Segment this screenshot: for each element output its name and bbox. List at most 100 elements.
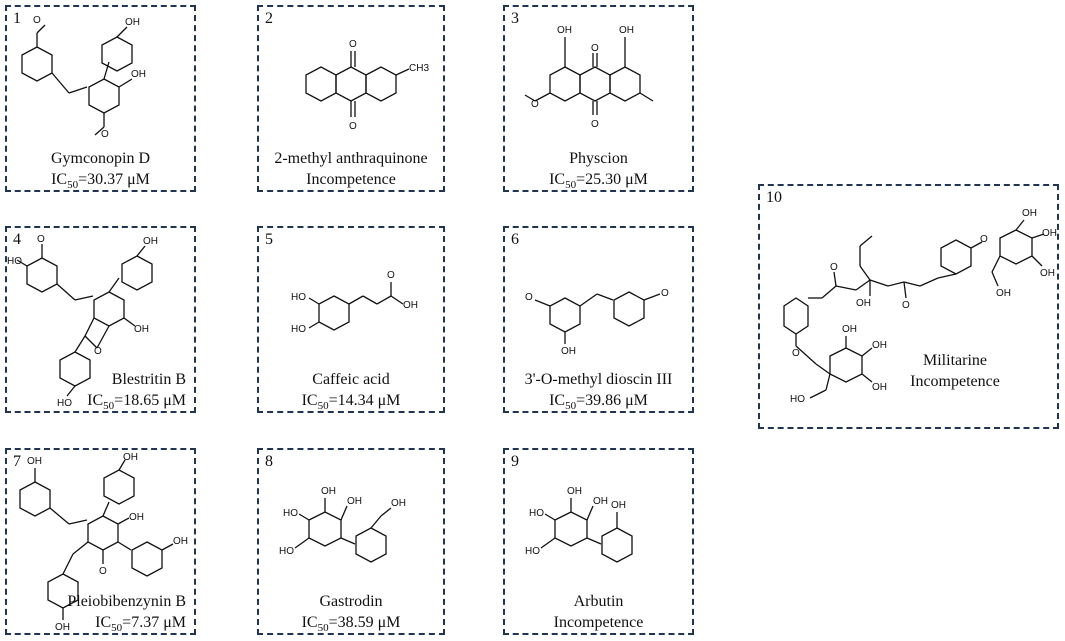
ic50-value: IC50=38.59 μM xyxy=(301,614,401,635)
atom-oh: OH xyxy=(872,382,887,393)
compound-name: 2-methyl anthraquinone xyxy=(274,150,428,167)
atom-ho: HO xyxy=(525,546,540,557)
compound-name: Gymconopin D xyxy=(50,150,151,167)
atom-oh: OH xyxy=(1022,208,1037,219)
ic50-value: IC50=14.34 μM xyxy=(301,392,401,413)
atom-o: O xyxy=(349,121,357,132)
atom-oh: OH xyxy=(567,486,582,497)
atom-oh: OH xyxy=(134,324,149,335)
compound-number: 5 xyxy=(265,231,273,248)
atom-oh: OH xyxy=(347,496,362,507)
compound-name: Gastrodin xyxy=(319,593,383,610)
atom-oh: OH xyxy=(611,500,626,511)
atom-ho: HO xyxy=(529,508,544,519)
atom-ho: HO xyxy=(57,398,72,409)
compound-card-5: 5 HO HO O OH Caffeic acid IC50=14.34 μM xyxy=(257,226,445,413)
compound-name: Blestritin B xyxy=(111,371,186,388)
compound-number: 10 xyxy=(766,189,782,206)
compound-card-3: 3 OH OH O O O Physcion IC50=25.30 μM xyxy=(503,5,694,192)
structure-2-methyl-anthraquinone: O O CH3 xyxy=(305,39,429,132)
compound-number: 4 xyxy=(13,231,21,248)
atom-o: O xyxy=(792,348,800,359)
atom-o: O xyxy=(349,39,357,50)
atom-o: O xyxy=(387,270,395,281)
atom-oh: OH xyxy=(593,496,608,507)
atom-oh: OH xyxy=(173,536,188,547)
compound-card-7: 7 OH OH OH OH O OH Pleiobibenzynin B IC5… xyxy=(5,448,196,635)
compound-card-8: 8 OH OH HO HO OH Gastrodin IC50=38.59 μM xyxy=(257,448,445,635)
structure-gymconopin-d: O OH OH O xyxy=(21,15,146,140)
atom-oh: OH xyxy=(391,498,406,509)
structure-gastrodin: OH OH HO HO OH xyxy=(279,486,406,563)
compound-name: Caffeic acid xyxy=(312,371,390,388)
atom-oh: OH xyxy=(403,300,418,311)
atom-oh: OH xyxy=(619,25,634,36)
ic50-value: IC50=18.65 μM xyxy=(87,392,186,413)
compound-number: 8 xyxy=(265,453,273,470)
compound-name: Arbutin xyxy=(573,593,624,610)
atom-oh: OH xyxy=(842,324,857,335)
atom-oh: OH xyxy=(872,340,887,351)
atom-o: O xyxy=(101,129,109,140)
atom-oh: OH xyxy=(561,346,576,357)
atom-oh: OH xyxy=(321,486,336,497)
structure-3-o-methyl-dioscin-iii: O OH O xyxy=(525,288,669,357)
compound-card-1: 1 O OH OH O Gymconopin D IC50=30.37 μM xyxy=(5,5,196,192)
compound-number: 6 xyxy=(511,231,519,248)
atom-oh: OH xyxy=(123,452,138,463)
structure-arbutin: OH OH HO HO OH xyxy=(525,486,633,563)
atom-oh: OH xyxy=(143,236,158,247)
atom-oh: OH xyxy=(27,456,42,467)
atom-o: O xyxy=(661,288,669,299)
atom-o: O xyxy=(37,234,45,245)
atom-oh: OH xyxy=(55,622,70,633)
atom-ho: HO xyxy=(279,546,294,557)
atom-o: O xyxy=(94,346,102,357)
atom-ho: HO xyxy=(283,508,298,519)
ic50-value: IC50=7.37 μM xyxy=(95,614,186,635)
atom-o: O xyxy=(531,99,539,110)
structure-blestritin-b: O HO OH OH O HO xyxy=(7,234,158,409)
atom-oh: OH xyxy=(856,298,871,309)
structure-militarine: O OH O O OH OH OH OH O OH OH OH HO xyxy=(783,208,1057,405)
atom-oh: OH xyxy=(131,69,146,80)
compound-name: 3'-O-methyl dioscin III xyxy=(524,371,673,388)
atom-o: O xyxy=(591,43,599,54)
atom-o: O xyxy=(830,262,838,273)
atom-ho: HO xyxy=(291,324,306,335)
compound-number: 2 xyxy=(265,10,273,27)
compound-number: 3 xyxy=(511,10,519,27)
atom-oh: OH xyxy=(557,25,572,36)
ic50-value: IC50=39.86 μM xyxy=(549,392,648,413)
atom-ho: HO xyxy=(291,292,306,303)
atom-o: O xyxy=(902,300,910,311)
atom-ho: HO xyxy=(790,394,805,405)
ic50-value: IC50=30.37 μM xyxy=(51,171,150,192)
atom-ho: HO xyxy=(7,256,22,267)
atom-o: O xyxy=(591,119,599,130)
structure-caffeic-acid: HO HO O OH xyxy=(291,270,418,335)
compound-name: Militarine xyxy=(923,352,987,369)
compound-name: Pleiobibenzynin B xyxy=(67,593,186,610)
ic50-value: IC50=25.30 μM xyxy=(549,171,648,192)
compound-card-9: 9 OH OH HO HO OH Arbutin Incompetence xyxy=(503,448,694,635)
compound-card-4: 4 O HO OH OH O HO Blestritin B IC50=18.6… xyxy=(5,226,196,413)
compound-name: Physcion xyxy=(569,150,628,167)
compound-card-10: 10 O OH O O OH OH OH OH O OH OH xyxy=(758,184,1059,429)
atom-oh: OH xyxy=(129,512,144,523)
atom-o: O xyxy=(525,292,533,303)
atom-o: O xyxy=(33,15,41,26)
atom-oh: OH xyxy=(1042,228,1057,239)
atom-oh: OH xyxy=(996,288,1011,299)
structure-physcion: OH OH O O O xyxy=(524,25,654,130)
atom-oh: OH xyxy=(125,17,140,28)
atom-oh: OH xyxy=(1040,268,1055,279)
atom-o: O xyxy=(980,234,988,245)
activity-status: Incompetence xyxy=(910,373,1000,390)
atom-o: O xyxy=(99,566,107,577)
activity-status: Incompetence xyxy=(306,171,396,188)
compound-card-2: 2 O O CH3 2-methyl anthraquinone Incompe… xyxy=(257,5,445,192)
compound-number: 1 xyxy=(13,10,21,27)
atom-ch3: CH3 xyxy=(409,63,429,74)
compound-number: 7 xyxy=(13,453,21,470)
